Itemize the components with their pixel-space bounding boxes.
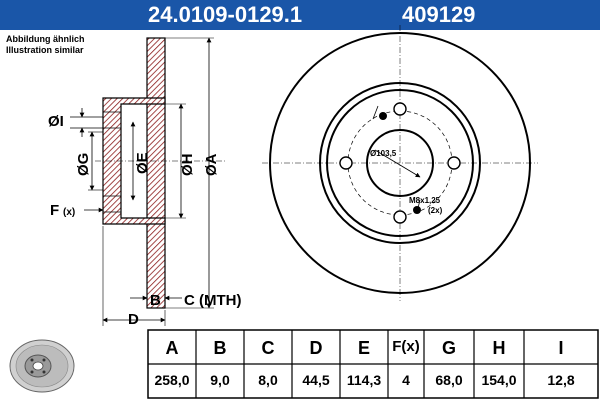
illustration-note: Abbildung ähnlich Illustration similar <box>6 34 85 56</box>
reference-number: 409129 <box>402 2 476 27</box>
table-value-i: 12,8 <box>547 372 575 388</box>
label-dim-f: F <box>50 202 59 219</box>
label-dim-c: C (MTH) <box>184 292 241 309</box>
bolt-hole <box>393 210 407 224</box>
label-dim-f-sub: (x) <box>63 207 75 218</box>
label-dim-b: B <box>150 292 161 309</box>
table-header-f: F(x) <box>392 338 420 355</box>
disc-section <box>146 37 166 309</box>
thread-hole <box>413 206 421 214</box>
front-view: Ø103,5 M8x1,25 (2x) <box>262 25 538 301</box>
label-dim-h: ØH <box>179 154 196 177</box>
label-dim-g: ØG <box>75 153 92 176</box>
hub-section <box>102 97 166 225</box>
table-header-g: G <box>441 338 456 358</box>
technical-drawing: ØI ØG ØE ØH ØA F (x) B C (MTH) D Ø103,5 … <box>48 25 538 328</box>
table-header-h: H <box>492 338 506 358</box>
thread-count-label: (2x) <box>428 206 443 215</box>
table-value-c: 8,0 <box>258 372 278 388</box>
table-header-b: B <box>213 338 227 358</box>
table-value-f: 4 <box>402 372 410 388</box>
table-value-a: 258,0 <box>154 372 190 388</box>
note-line-en: Illustration similar <box>6 45 84 55</box>
pcd-label: Ø103,5 <box>370 149 397 158</box>
disc-thumbnail-image <box>9 339 75 393</box>
thread-label: M8x1,25 <box>409 196 441 205</box>
note-line-de: Abbildung ähnlich <box>6 34 85 44</box>
table-value-h: 154,0 <box>481 372 517 388</box>
table-value-e: 114,3 <box>346 372 382 388</box>
table-header-e: E <box>357 338 370 358</box>
bolt-hole <box>447 156 461 170</box>
label-dim-a: ØA <box>203 153 220 176</box>
table-header-c: C <box>261 338 275 358</box>
table-header-a: A <box>165 338 179 358</box>
table-value-b: 9,0 <box>210 372 230 388</box>
table-header-d: D <box>309 338 323 358</box>
bolt-hole <box>393 102 407 116</box>
label-dim-e: ØE <box>134 152 151 174</box>
thread-hole <box>379 112 387 120</box>
header-bar: 24.0109-0129.1 409129 <box>0 0 600 30</box>
side-view: ØI ØG ØE ØH ØA F (x) B C (MTH) D <box>48 37 241 328</box>
part-number: 24.0109-0129.1 <box>148 2 303 27</box>
label-dim-i: ØI <box>48 113 64 130</box>
table-header-i: I <box>558 338 564 358</box>
label-dim-d: D <box>128 311 139 328</box>
bolt-hole <box>339 156 353 170</box>
table-value-d: 44,5 <box>302 372 330 388</box>
dimension-table-grid <box>147 329 599 399</box>
table-value-g: 68,0 <box>435 372 463 388</box>
